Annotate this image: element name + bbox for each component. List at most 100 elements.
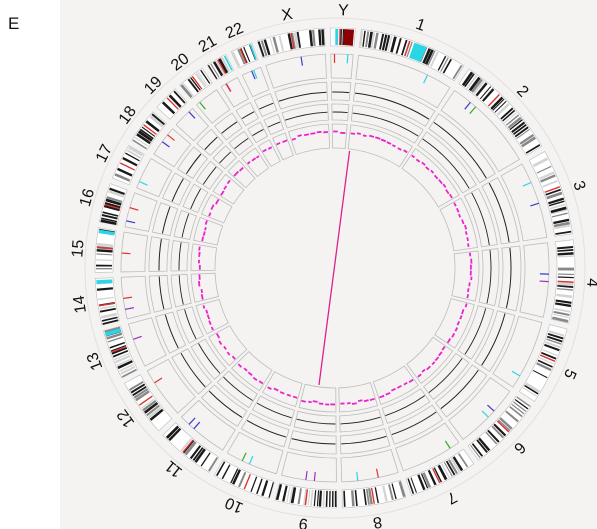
cytoband-chr-6	[493, 423, 507, 437]
cytoband-chr-3	[549, 203, 566, 210]
variant-tick-chr-12	[154, 377, 163, 384]
cytoband-chr-3	[553, 221, 570, 228]
line-track-2-chr-16	[181, 213, 190, 238]
cytoband-chr-8	[368, 488, 373, 505]
line-track-1-chr-13	[164, 314, 179, 349]
track-2-chr-7	[388, 404, 444, 445]
cytoband-chr-X	[260, 40, 268, 57]
line-track-2-chr-1	[352, 112, 419, 137]
track-3-chr-1	[350, 104, 424, 144]
centromere-chr-1	[404, 40, 411, 57]
track-4-chr-3	[439, 197, 478, 252]
cytoband-chr-18	[134, 136, 149, 147]
cytoband-chr-18	[132, 139, 147, 150]
scatter-segment-chr-5	[464, 303, 468, 308]
line-track-1-chr-14	[158, 276, 165, 310]
line-track-1-chr-17	[171, 178, 184, 202]
cytoband-chr-17	[128, 146, 144, 157]
scatter-segment-chr-8	[351, 402, 357, 405]
track-4-chr-2	[401, 147, 460, 208]
track-1-chr-9	[281, 451, 337, 483]
cytoband-chr-12	[146, 404, 160, 417]
track-2-chr-12	[171, 348, 213, 395]
variant-tick-chr-16	[126, 220, 136, 224]
cytoband-chr-2	[516, 128, 530, 140]
track-2-chr-16	[152, 202, 179, 237]
track-2-chr-18	[177, 146, 209, 180]
scatter-segment-chr-1	[403, 149, 408, 154]
cytoband-chr-1	[430, 51, 439, 67]
cytoband-chr-6	[485, 431, 498, 445]
scatter-segment-chr-3	[464, 224, 468, 230]
variant-tick-chr-2	[469, 106, 477, 114]
cytoband-chr-9	[325, 490, 328, 507]
cytoband-chr-6	[470, 444, 481, 459]
cytoband-chr-2	[482, 88, 495, 102]
cytoband-chr-X	[269, 37, 276, 54]
scatter-segment-chr-14	[200, 288, 203, 294]
cytoband-chr-12	[142, 399, 157, 412]
track-4-chr-19	[227, 160, 256, 189]
scatter-segment-chr-19	[238, 166, 244, 172]
scatter-segment-chr-14	[200, 294, 204, 300]
line-track-2-chr-7	[385, 395, 425, 417]
line-track-1-chr-8	[341, 435, 387, 445]
centromere-chr-21	[217, 59, 227, 75]
line-track-1-chr-19	[204, 136, 218, 150]
scatter-segment-chr-2	[449, 193, 453, 199]
scatter-segment-chr-2	[430, 169, 435, 174]
cytoband-chr-X	[311, 29, 316, 47]
scatter-segment-chr-13	[210, 326, 214, 331]
scatter-segment-chr-3	[458, 213, 462, 218]
line-track-1-chr-11	[208, 390, 243, 418]
cytoband-chr-6	[514, 399, 529, 410]
link-chr1-chr9	[318, 150, 351, 385]
cytoband-chr-9	[290, 487, 297, 504]
cytoband-chr-1	[395, 37, 402, 54]
track-4-chr-22	[272, 132, 294, 161]
cytoband-chr-6	[491, 425, 505, 439]
line-track-2-chr-20	[234, 138, 249, 150]
cytoband-chr-3	[538, 171, 555, 180]
cytoband-chr-2	[494, 100, 507, 113]
cytoband-chr-4	[557, 245, 574, 250]
track-3-chr-8	[339, 408, 384, 433]
chromosome-label-13: 13	[84, 350, 106, 373]
centromere-chr-10	[243, 474, 251, 490]
scatter-segment-chr-17	[215, 198, 220, 205]
scatter-segment-chr-18	[223, 185, 228, 190]
centromere-chr-6	[496, 420, 510, 433]
track-2-chr-X	[274, 81, 328, 110]
cytoband-chr-2	[502, 109, 516, 122]
scatter-segment-chr-2	[411, 154, 416, 159]
variant-tick-chr-21	[225, 83, 232, 92]
cytoband-chr-4	[557, 267, 574, 271]
scatter-segment-chr-1	[362, 134, 367, 138]
chromosome-label-15: 15	[69, 239, 87, 258]
heterochromatin-chr-Y	[343, 29, 355, 46]
track-2-chr-2	[428, 113, 496, 184]
chromosome-label-1: 1	[413, 16, 427, 35]
cytoband-chr-2	[507, 116, 522, 129]
cytoband-chr-2	[496, 103, 510, 116]
cytoband-chr-21	[220, 56, 231, 73]
scatter-segment-chr-6	[434, 356, 440, 362]
heterochromatin-chr-1	[409, 42, 427, 63]
track-3-chr-14	[170, 274, 192, 308]
line-track-1-chr-3	[488, 182, 510, 243]
cytoband-chr-4	[553, 313, 569, 319]
centromere-chr-4	[557, 280, 574, 283]
line-track-1-chr-15	[158, 239, 162, 271]
track-2-chr-14	[148, 274, 173, 313]
cytoband-chr-1	[373, 32, 379, 49]
track-1-chr-18	[153, 128, 192, 168]
cytoband-chr-13	[121, 368, 137, 378]
cytoband-chr-8	[363, 489, 367, 506]
cytoband-chr-3	[551, 209, 568, 215]
cytoband-chr-12	[132, 386, 147, 397]
cytoband-chr-18	[136, 133, 151, 145]
cytoband-chr-4	[556, 293, 573, 299]
ideogram-chr-7	[405, 448, 475, 496]
scatter-segment-chr-13	[202, 305, 206, 309]
chromosome-label-5: 5	[560, 366, 579, 381]
